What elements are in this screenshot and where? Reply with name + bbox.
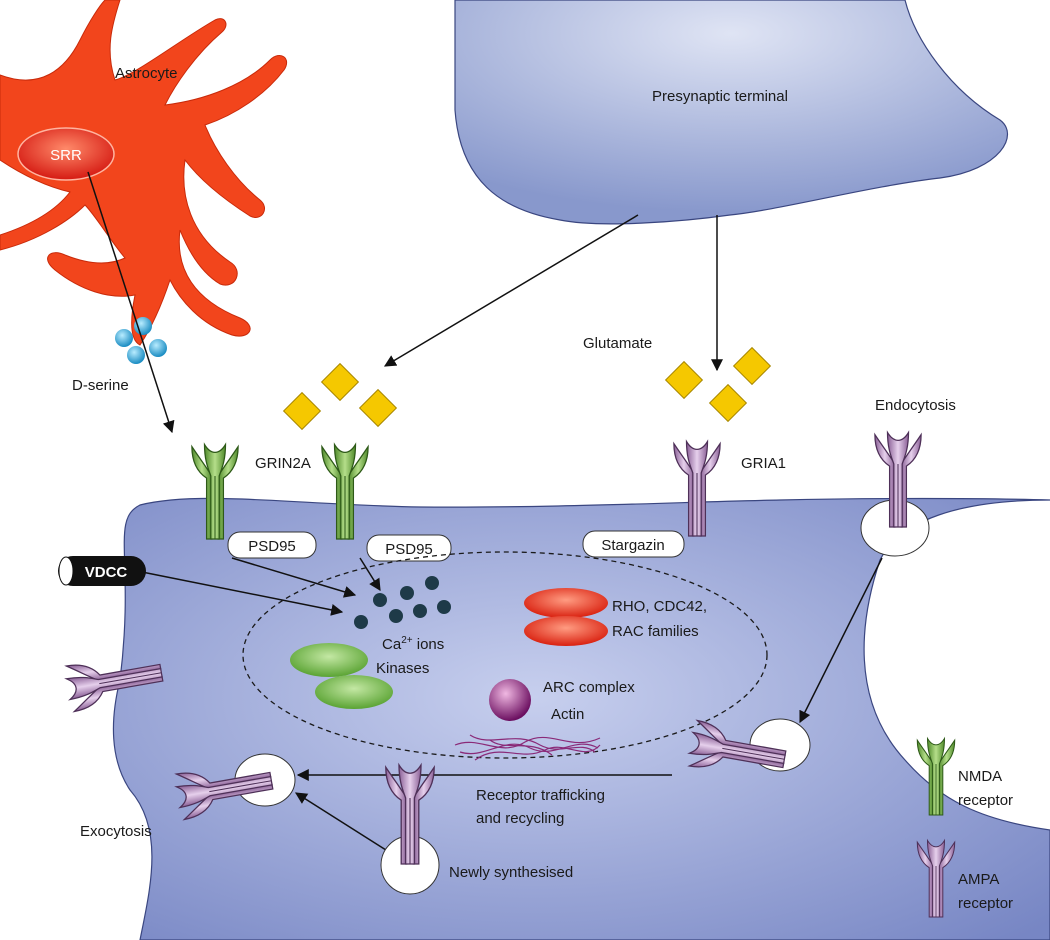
astrocyte-label: Astrocyte bbox=[115, 65, 178, 82]
trafficking-label-1: Receptor trafficking bbox=[476, 787, 605, 804]
stargazin-box bbox=[582, 530, 685, 558]
arrow-pre-to-nmda bbox=[383, 214, 639, 367]
d-serine-molecules bbox=[115, 317, 167, 364]
arrow-srr-to-nmda bbox=[87, 171, 175, 434]
arrow-vdcc-to-ca bbox=[141, 571, 344, 616]
legend: NMDA receptor AMPA receptor bbox=[916, 737, 1013, 918]
arrow-psd95b-to-ca bbox=[359, 557, 381, 592]
kinase-1 bbox=[290, 643, 368, 677]
endocytosis-label: Endocytosis bbox=[875, 397, 956, 414]
legend-ampa-label-1: AMPA bbox=[958, 871, 999, 888]
srr-label: SRR bbox=[50, 147, 82, 164]
vdcc-label: VDCC bbox=[85, 564, 128, 581]
actin-label: Actin bbox=[551, 706, 584, 723]
glutamate-left bbox=[282, 362, 398, 431]
stargazin-label: Stargazin bbox=[601, 537, 664, 554]
psd95-label-2: PSD95 bbox=[385, 541, 433, 558]
arc-complex bbox=[489, 679, 531, 721]
gria1-label: GRIA1 bbox=[741, 455, 786, 472]
arrow-endocytosis bbox=[799, 557, 883, 724]
glutamate-label: Glutamate bbox=[583, 335, 652, 352]
legend-nmda-label-1: NMDA bbox=[958, 768, 1002, 785]
rho-family-1 bbox=[524, 588, 608, 618]
legend-ampa-label-2: receptor bbox=[958, 895, 1013, 912]
glutamate-right bbox=[664, 346, 772, 423]
presynaptic-label: Presynaptic terminal bbox=[652, 88, 788, 105]
psd95-box-1 bbox=[227, 531, 317, 559]
arc-label: ARC complex bbox=[543, 679, 635, 696]
legend-nmda-label-2: receptor bbox=[958, 792, 1013, 809]
astrocyte bbox=[0, 0, 288, 346]
vdcc-channel bbox=[58, 556, 146, 586]
vdcc-opening bbox=[58, 556, 74, 586]
actin-filaments bbox=[454, 734, 601, 761]
psd-region bbox=[242, 551, 768, 759]
ca-ions-label: Ca2+ ions bbox=[382, 635, 444, 653]
trafficking-label-2: and recycling bbox=[476, 810, 564, 827]
exocytosis-label: Exocytosis bbox=[80, 823, 152, 840]
kinases-label: Kinases bbox=[376, 660, 429, 677]
rho-label-1: RHO, CDC42, bbox=[612, 598, 707, 615]
postsynaptic-spine bbox=[112, 497, 1050, 940]
calcium-ions bbox=[354, 576, 451, 629]
psd95-label-1: PSD95 bbox=[248, 538, 296, 555]
srr-ellipse bbox=[17, 127, 115, 181]
kinase-2 bbox=[315, 675, 393, 709]
arrow-psd95-to-ca bbox=[231, 557, 357, 598]
rho-family-2 bbox=[524, 616, 608, 646]
newly-label: Newly synthesised bbox=[449, 864, 573, 881]
rho-label-2: RAC families bbox=[612, 623, 699, 640]
presynaptic-terminal bbox=[454, 0, 1009, 225]
grin2a-label: GRIN2A bbox=[255, 455, 311, 472]
d-serine-label: D-serine bbox=[72, 377, 129, 394]
arrow-newly-to-exo bbox=[294, 792, 387, 851]
psd95-box-2 bbox=[366, 534, 452, 562]
